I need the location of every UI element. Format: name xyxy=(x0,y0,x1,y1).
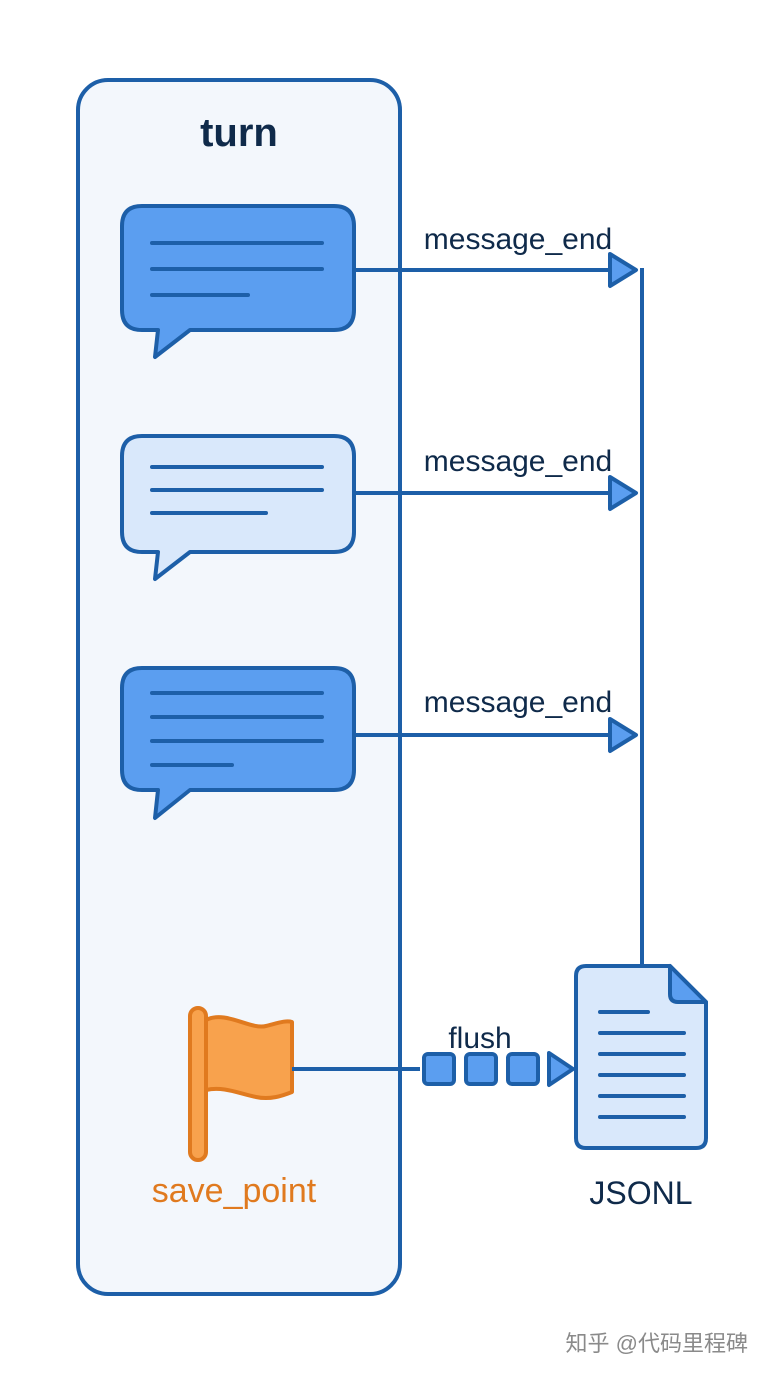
message-bubble-3 xyxy=(120,666,356,820)
message-end-arrow-1 xyxy=(354,252,638,288)
message-end-arrow-3 xyxy=(354,717,638,753)
message-end-label-1: message_end xyxy=(424,223,612,256)
turn-title: turn xyxy=(200,111,278,155)
message-bubble-2 xyxy=(120,434,356,581)
watermark: 知乎 @代码里程碑 xyxy=(566,1331,748,1356)
jsonl-label: JSONL xyxy=(589,1175,692,1211)
save-point-label: save_point xyxy=(152,1172,317,1210)
document-icon xyxy=(574,964,708,1150)
flag-icon xyxy=(188,1006,294,1162)
flush-connector xyxy=(292,1051,575,1087)
flush-label: flush xyxy=(448,1022,511,1055)
message-end-label-3: message_end xyxy=(424,686,612,719)
message-end-arrow-2 xyxy=(354,475,638,511)
message-end-label-2: message_end xyxy=(424,445,612,478)
message-bubble-1 xyxy=(120,204,356,359)
